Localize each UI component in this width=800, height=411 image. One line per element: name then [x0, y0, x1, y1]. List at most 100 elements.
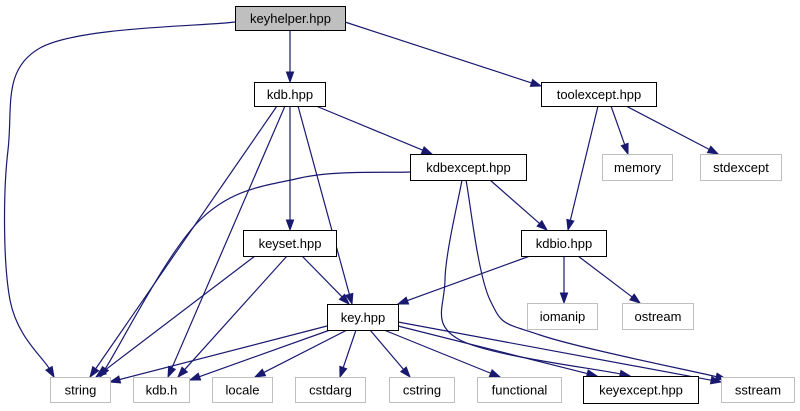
arrowhead-icon — [339, 365, 348, 379]
arrowhead-icon — [420, 146, 434, 155]
edge-keyhpp-to-functional — [383, 329, 502, 378]
arrowhead-icon — [536, 219, 549, 231]
node-string: string — [50, 377, 111, 403]
edge-keyhpp-to-cstdarg — [339, 329, 357, 379]
arrowhead-icon — [629, 293, 642, 304]
edge-line — [369, 329, 404, 370]
node-label: key.hpp — [341, 310, 386, 325]
edge-line — [344, 21, 532, 84]
node-keyexcept[interactable]: keyexcept.hpp — [583, 376, 699, 404]
edge-kdbexcept-to-string — [99, 171, 411, 379]
edge-keyset-to-string — [94, 255, 256, 378]
edge-line — [301, 255, 343, 298]
edge-kdbio-to-keyhpp — [396, 255, 531, 305]
edge-line — [95, 105, 278, 370]
node-functional: functional — [477, 377, 562, 403]
arrowhead-icon — [488, 369, 502, 378]
edge-line — [263, 329, 348, 373]
node-label: string — [65, 383, 97, 398]
arrowhead-icon — [620, 142, 629, 156]
node-box — [295, 377, 366, 403]
node-label: kdb.hpp — [267, 87, 313, 102]
node-cstdarg: cstdarg — [295, 377, 366, 403]
arrowhead-icon — [559, 292, 569, 305]
node-kdbexcept[interactable]: kdbexcept.hpp — [410, 154, 527, 181]
edge-kdbhpp-to-keyhpp — [297, 105, 354, 306]
node-label: ostream — [635, 309, 682, 324]
arrowhead-icon — [399, 366, 411, 379]
arrowhead-icon — [706, 145, 720, 155]
edge-kdbhpp-to-kdbexcept — [315, 105, 434, 155]
edge-line — [297, 105, 350, 295]
node-box — [254, 82, 326, 107]
edge-kdbhpp-to-keyset — [285, 106, 295, 232]
node-cstring: cstring — [389, 377, 455, 403]
node-label: iomanip — [540, 309, 586, 324]
arrowhead-icon — [94, 367, 107, 378]
node-keyhelper[interactable]: keyhelper.hpp — [235, 6, 346, 31]
edge-line — [465, 179, 717, 378]
arrowhead-icon — [345, 292, 354, 306]
node-kdbhpp[interactable]: kdb.hpp — [254, 82, 326, 107]
node-box — [527, 303, 598, 330]
edge-keyset-to-keyhpp — [301, 255, 351, 306]
node-keyhpp[interactable]: key.hpp — [327, 304, 399, 331]
arrowhead-icon — [45, 365, 55, 379]
arrowhead-icon — [285, 219, 295, 232]
node-box — [327, 304, 399, 331]
arrowhead-icon — [529, 78, 543, 87]
arrowhead-icon — [89, 365, 100, 379]
node-memory: memory — [602, 154, 673, 181]
node-box — [410, 154, 527, 181]
edge-line — [171, 105, 286, 369]
node-box — [133, 377, 190, 403]
node-box — [50, 377, 111, 403]
node-label: keyhelper.hpp — [250, 11, 331, 26]
node-box — [235, 6, 346, 31]
arrowhead-icon — [167, 365, 177, 379]
node-label: toolexcept.hpp — [557, 87, 642, 102]
node-label: keyset.hpp — [259, 236, 322, 251]
edge-line — [610, 105, 626, 145]
arrowhead-icon — [108, 375, 122, 384]
edge-keyhpp-to-keyexcept — [397, 325, 599, 378]
node-box — [521, 230, 607, 257]
node-box — [602, 154, 673, 181]
arrowhead-icon — [566, 218, 575, 232]
node-kdbio[interactable]: kdbio.hpp — [521, 230, 607, 257]
edge-line — [625, 105, 710, 150]
edges-layer — [3, 21, 728, 385]
edge-line — [577, 255, 633, 298]
edge-line — [104, 171, 411, 369]
edge-kdbexcept-to-sstream — [465, 179, 728, 381]
edge-kdbexcept-to-keyexcept — [440, 179, 632, 379]
edge-line — [3, 21, 236, 369]
edge-keyset-to-kdbh — [177, 255, 288, 379]
edge-keyhpp-to-kdbh — [188, 329, 331, 381]
edge-line — [440, 179, 621, 375]
arrowhead-icon — [709, 375, 723, 385]
edge-toolexcept-to-stdexcept — [625, 105, 720, 155]
node-box — [477, 377, 562, 403]
node-kdbh: kdb.h — [133, 377, 190, 403]
edge-line — [103, 255, 256, 372]
edge-keyhpp-to-string — [108, 325, 328, 384]
node-ostream: ostream — [622, 303, 694, 330]
edge-line — [569, 105, 599, 221]
node-box — [541, 82, 657, 107]
node-iomanip: iomanip — [527, 303, 598, 330]
node-label: functional — [492, 383, 548, 398]
node-label: kdbexcept.hpp — [426, 160, 511, 175]
node-toolexcept[interactable]: toolexcept.hpp — [541, 82, 657, 107]
edge-line — [315, 105, 423, 151]
edge-line — [342, 329, 357, 368]
arrowhead-icon — [338, 293, 351, 306]
node-label: cstdarg — [309, 383, 352, 398]
edge-keyhelper-to-string — [3, 21, 236, 379]
node-label: cstring — [403, 383, 441, 398]
node-keyset[interactable]: keyset.hpp — [243, 230, 337, 257]
edge-line — [489, 179, 540, 224]
node-label: kdb.h — [146, 383, 178, 398]
node-box — [700, 154, 782, 181]
node-label: kdbio.hpp — [536, 236, 592, 251]
